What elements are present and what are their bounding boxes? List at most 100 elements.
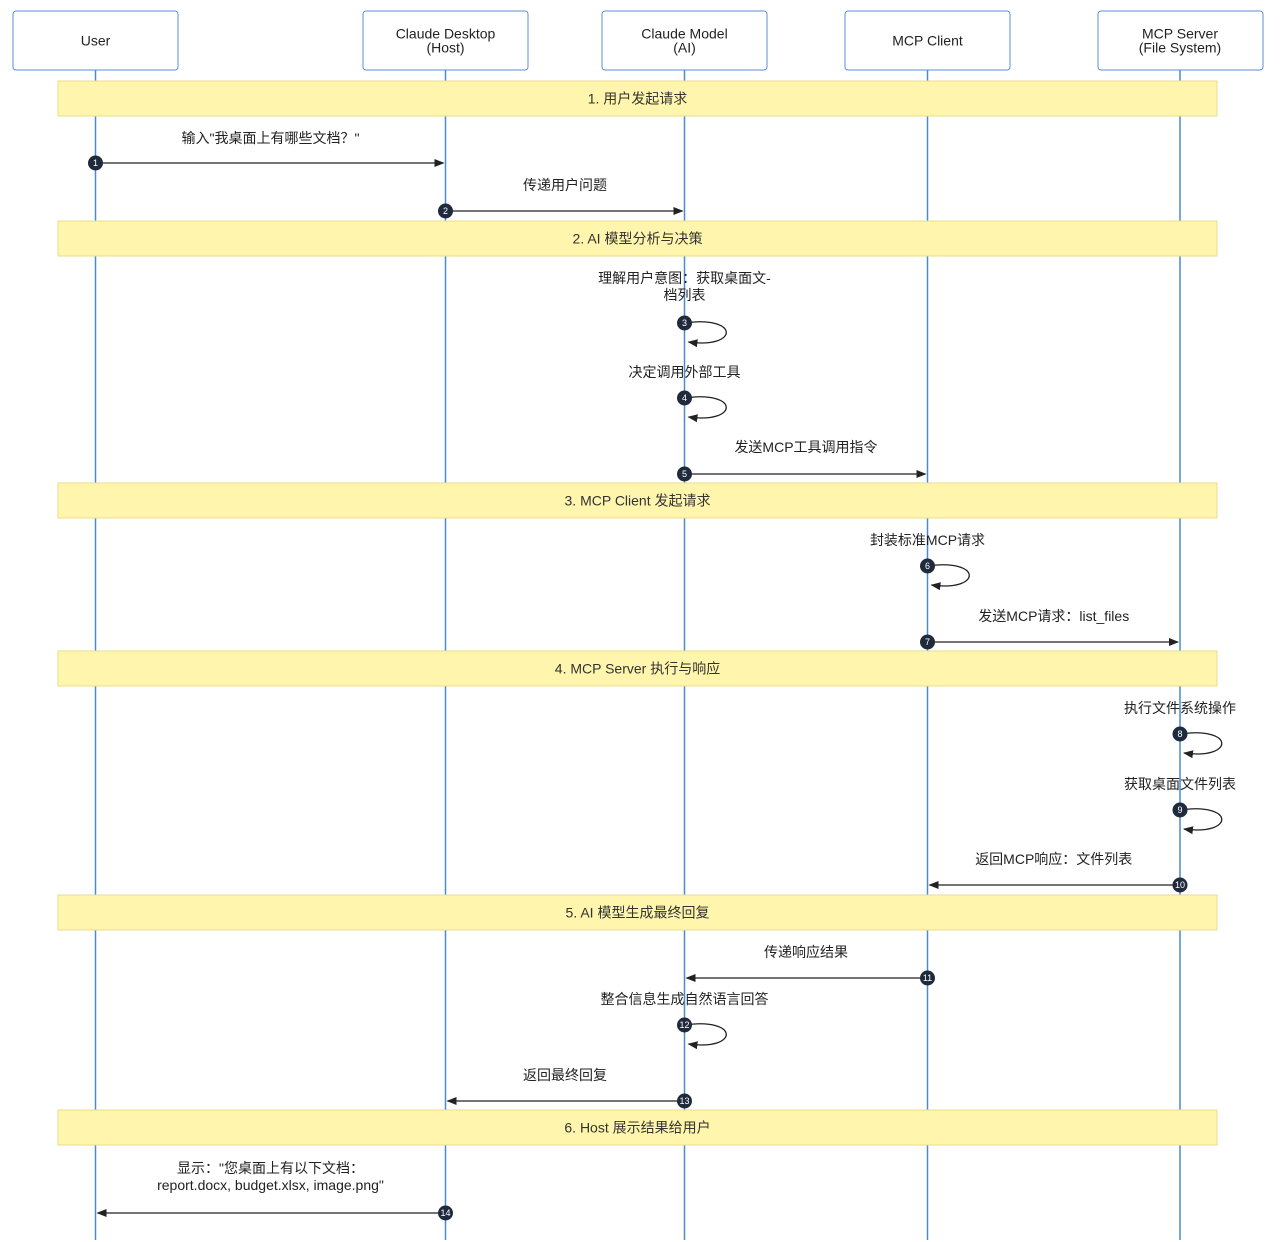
message-label: 获取桌面文件列表 — [1124, 776, 1236, 792]
message-label: 决定调用外部工具 — [629, 364, 741, 380]
sequence-number-badge — [1172, 877, 1188, 893]
message-label: 返回MCP响应：文件列表 — [975, 851, 1132, 867]
self-arrow — [684, 396, 727, 423]
sequence-number-badge — [438, 203, 453, 219]
message-11: 传递响应结果 11 — [685, 944, 935, 986]
sequence-number: 6 — [925, 561, 930, 571]
message-label: 封装标准MCP请求 — [870, 532, 985, 548]
message-label: 显示："您桌面上有以下文档： — [177, 1160, 364, 1176]
participant-box — [1097, 10, 1264, 71]
participant-model: Claude Model(AI) — [601, 10, 768, 71]
messages: 输入"我桌面上有哪些文档？" 1 传递用户问题 2 理解用户意图：获取桌面文-档列表 3 决… — [88, 130, 1236, 1221]
participant-label: Claude Model — [641, 26, 727, 42]
sequence-number-badge — [920, 634, 935, 650]
participant-box — [362, 10, 529, 71]
message-label: 传递响应结果 — [764, 944, 848, 960]
participant-box — [601, 10, 768, 71]
participant-label: User — [81, 33, 111, 49]
message-label: 发送MCP工具调用指令 — [734, 439, 877, 455]
note-box — [57, 1109, 1218, 1146]
section-note: 5. AI 模型生成最终回复 — [57, 894, 1218, 931]
sequence-number-badge — [1172, 802, 1188, 818]
sequence-number-badge — [920, 970, 935, 986]
message-7: 发送MCP请求：list_files 7 — [920, 608, 1179, 650]
sequence-number-badge — [677, 315, 692, 331]
self-arrow — [684, 321, 727, 348]
sequence-number: 8 — [1177, 729, 1182, 739]
note-label: 5. AI 模型生成最终回复 — [566, 905, 710, 921]
participants: User Claude Desktop(Host) Claude Model(AI)… — [12, 10, 1264, 71]
participant-host: Claude Desktop(Host) — [362, 10, 529, 71]
message-6: 封装标准MCP请求 6 — [870, 532, 985, 591]
participant-label: MCP Client — [892, 33, 963, 49]
participant-label: MCP Server — [1142, 26, 1218, 42]
sequence-number: 11 — [923, 973, 932, 983]
message-label: 理解用户意图：获取桌面文- — [598, 270, 771, 286]
sequence-number-badge — [1172, 726, 1188, 742]
sequence-number: 12 — [679, 1020, 689, 1030]
sequence-number: 1 — [93, 158, 98, 168]
message-10: 返回MCP响应：文件列表 10 — [928, 851, 1188, 893]
participant-server: MCP Server(File System) — [1097, 10, 1264, 71]
sequence-number-badge — [677, 390, 692, 406]
participant-label: (AI) — [673, 40, 696, 56]
sequence-number: 2 — [443, 206, 448, 216]
sequence-number: 10 — [1175, 880, 1185, 890]
note-box — [57, 482, 1218, 519]
self-arrow — [927, 564, 970, 591]
note-box — [57, 80, 1218, 117]
participant-label: (Host) — [426, 40, 464, 56]
message-label: 返回最终回复 — [523, 1067, 607, 1083]
self-arrow — [1179, 732, 1223, 759]
note-label: 4. MCP Server 执行与响应 — [555, 661, 720, 677]
sequence-number-badge — [677, 1017, 692, 1033]
message-label: 传递用户问题 — [523, 177, 607, 193]
sequence-number-badge — [88, 155, 103, 171]
message-5: 发送MCP工具调用指令 5 — [677, 439, 927, 482]
sequence-number: 14 — [440, 1208, 450, 1218]
section-note: 3. MCP Client 发起请求 — [57, 482, 1218, 519]
message-label: report.docx, budget.xlsx, image.png" — [157, 1177, 384, 1193]
message-1: 输入"我桌面上有哪些文档？" 1 — [88, 130, 445, 171]
section-note: 1. 用户发起请求 — [57, 80, 1218, 117]
section-notes: 1. 用户发起请求 2. AI 模型分析与决策 3. MCP Client 发起请求… — [57, 80, 1218, 1146]
message-3: 理解用户意图：获取桌面文-档列表 3 — [598, 270, 771, 348]
message-label: 输入"我桌面上有哪些文档？" — [182, 130, 360, 146]
message-label: 发送MCP请求：list_files — [978, 608, 1129, 624]
message-2: 传递用户问题 2 — [438, 177, 684, 219]
note-label: 6. Host 展示结果给用户 — [564, 1120, 710, 1136]
message-label: 整合信息生成自然语言回答 — [601, 991, 769, 1007]
sequence-number: 13 — [679, 1096, 689, 1106]
message-14: 显示："您桌面上有以下文档：report.docx, budget.xlsx, … — [96, 1160, 453, 1221]
message-8: 执行文件系统操作 8 — [1124, 700, 1236, 759]
note-label: 1. 用户发起请求 — [588, 91, 688, 107]
note-box — [57, 894, 1218, 931]
sequence-number: 5 — [682, 469, 687, 479]
section-note: 4. MCP Server 执行与响应 — [57, 650, 1218, 687]
sequence-number: 3 — [682, 318, 687, 328]
sequence-number: 7 — [925, 637, 930, 647]
note-box — [57, 220, 1218, 257]
message-12: 整合信息生成自然语言回答 12 — [601, 991, 769, 1050]
participant-label: Claude Desktop — [396, 26, 496, 42]
participant-box — [12, 10, 179, 71]
participant-user: User — [12, 10, 179, 71]
participant-label: (File System) — [1139, 40, 1221, 56]
message-4: 决定调用外部工具 4 — [629, 364, 741, 423]
note-box — [57, 650, 1218, 687]
sequence-number-badge — [677, 1093, 692, 1109]
message-9: 获取桌面文件列表 9 — [1124, 776, 1236, 835]
self-arrow — [1179, 808, 1223, 835]
participant-box — [844, 10, 1011, 71]
sequence-number: 9 — [1177, 805, 1182, 815]
message-label: 档列表 — [664, 287, 706, 303]
sequence-number-badge — [677, 466, 692, 482]
sequence-number: 4 — [682, 393, 687, 403]
section-note: 6. Host 展示结果给用户 — [57, 1109, 1218, 1146]
message-label: 执行文件系统操作 — [1124, 700, 1236, 716]
section-note: 2. AI 模型分析与决策 — [57, 220, 1218, 257]
sequence-number-badge — [920, 558, 935, 574]
note-label: 3. MCP Client 发起请求 — [565, 493, 711, 509]
participant-client: MCP Client — [844, 10, 1011, 71]
